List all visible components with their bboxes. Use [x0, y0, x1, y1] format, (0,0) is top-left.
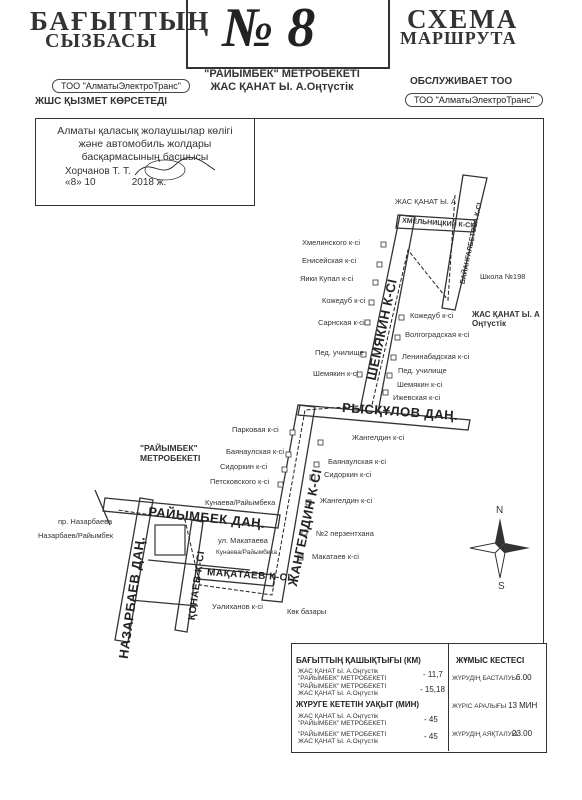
stop-ualikhanov: Уәлиханов к-сі [212, 602, 263, 611]
compass-n: N [496, 505, 504, 516]
stop-right-upper-4: Шемякин к-сі [397, 380, 443, 389]
stop-kunaev-raiymbek: Кунаева/Райымбека [205, 498, 276, 507]
metro-marker [154, 524, 186, 556]
route-description: "РАЙЫМБЕК" МЕТРОБЕКЕТІ ЖАС ҚАНАТ Ы. А.Оң… [182, 68, 382, 94]
konaev-street [174, 519, 204, 633]
time1-to: "РАЙЫМБЕК" МЕТРОБЕКЕТІ [298, 720, 387, 727]
khmelnitsky-street [395, 214, 476, 233]
interval-value: 13 МИН [508, 701, 538, 710]
stop-right-lower-5: Макатаев к-сі [312, 552, 359, 561]
time2-from: "РАЙЫМБЕК" МЕТРОБЕКЕТІ [298, 731, 387, 738]
stop-right-upper-2: Ленинабадская к-сі [402, 352, 470, 361]
stop-right-upper-3: Пед. училище [398, 366, 447, 375]
stop-pr-nazarbaeva: пр. Назарбаева [58, 517, 113, 526]
compass-s: S [498, 581, 505, 592]
dist2-value: - 15,18 [420, 685, 445, 694]
stop-left-lower-0: Парковая к-сі [232, 425, 279, 434]
dist1-to: "РАЙЫМБЕК" МЕТРОБЕКЕТІ [298, 675, 387, 682]
route-line-2: ЖАС ҚАНАТ Ы. А.Оңтүстік [210, 81, 354, 93]
info-divider [448, 643, 449, 751]
operator-right-caption: ОБСЛУЖИВАЕТ ТОО [410, 76, 513, 87]
dist2-number: 15,18 [424, 685, 445, 694]
dist2-to: ЖАС ҚАНАТ Ы. А.Оңтүстік [298, 690, 379, 697]
dist1-number: 11,7 [427, 670, 443, 679]
dist2-from: "РАЙЫМБЕК" МЕТРОБЕКЕТІ [298, 683, 387, 690]
stop-left-lower-1: Баянаулская к-сі [226, 447, 285, 456]
stop-right-upper-0: Кожедуб к-сі [410, 311, 454, 320]
time1-number: 45 [428, 715, 438, 724]
ryskulov-street [297, 404, 471, 431]
dist1-value: - 11,7 [423, 670, 443, 679]
stop-kunaev-raiymbek-2: Кунаева/Райымбека [216, 549, 277, 556]
operator-left-caption: ЖШС ҚЫЗМЕТ КӨРСЕТЕДІ [35, 96, 168, 107]
title-kz: БАҒЫТТЫҢ [30, 6, 211, 36]
route-line-1: "РАЙЫМБЕК" МЕТРОБЕКЕТІ [204, 68, 360, 80]
time2-number: 45 [428, 732, 438, 741]
stop-right-lower-4: №2 перзентхана [316, 529, 374, 538]
operator-left-pill: ТОО "АлматыЭлектроТранс" [52, 79, 190, 93]
stop-left-upper-2: Яики Купал к-сі [300, 274, 354, 283]
approval-month: 10 [84, 177, 96, 188]
start-value: 6.00 [516, 673, 532, 682]
terminus-top: ЖАС ҚАНАТ Ы. А [395, 197, 456, 206]
stop-left-lower-2: Сидоркин к-сі [220, 462, 268, 471]
stop-right-upper-5: Ижевская к-сі [393, 393, 441, 402]
stop-nazarbaev-raiymbek: Назарбаев/Райымбек [38, 531, 114, 540]
route-number: № 8 [222, 0, 316, 59]
start-label: ЖҮРУДІҢ БАСТАЛУЫ [452, 675, 518, 682]
stop-right-lower-3: Жангелдин к-сі [320, 496, 373, 505]
stop-kok-bazary: Көк базары [287, 607, 327, 616]
time-header: ЖҮРУГЕ КЕТЕТІН УАҚЫТ (МИН) [296, 700, 420, 709]
school-label: Школа №198 [480, 272, 526, 281]
route-line [117, 194, 456, 596]
subtitle-ru: МАРШРУТА [400, 28, 517, 48]
approval-name: Хорчанов Т. Т. [65, 166, 131, 177]
stop-right-upper-1: Волгоградская к-сі [405, 330, 470, 339]
raiymbek-street [102, 497, 281, 529]
stop-left-lower-3: Петсковского к-сі [210, 477, 270, 486]
compass-rose [469, 518, 530, 579]
route-number-box [186, 0, 390, 69]
stop-left-upper-1: Енисейская к-сі [302, 256, 357, 265]
stop-left-upper-0: Хмелинского к-сі [302, 238, 361, 247]
stop-left-upper-6: Шемякин к-сі [313, 369, 359, 378]
stop-right-lower-1: Баянаулская к-сі [328, 457, 387, 466]
title-ru: СХЕМА [407, 4, 519, 34]
end-label: ЖҮРУДІҢ АЯҚТАЛУЫ [452, 731, 518, 738]
stop-left-upper-3: Кожедуб к-сі [322, 296, 366, 305]
approval-signature [134, 156, 216, 181]
approval-date: «8» 10 2018 ж. [65, 177, 167, 188]
approval-day: 8 [70, 177, 77, 188]
stop-left-upper-5: Пед. училище [315, 348, 364, 357]
dist1-from: ЖАС ҚАНАТ Ы. А.Оңтүстік [298, 668, 379, 675]
distance-header: БАҒЫТТЫҢ ҚАШЫҚТЫҒЫ (КМ) [296, 656, 421, 665]
stop-right-lower-0: Жангелдин к-сі [352, 433, 405, 442]
operator-right-pill: ТОО "АлматыЭлектроТранс" [405, 93, 543, 107]
makataev-street [197, 567, 276, 587]
map-frame [35, 118, 544, 643]
end-value: 23.00 [512, 729, 533, 738]
time2-value: - 45 [424, 732, 438, 741]
time1-value: - 45 [424, 715, 438, 724]
stop-left-upper-4: Сарнская к-сі [318, 318, 365, 327]
terminus-bottom: ЖАС ҚАНАТ Ы. А Оңтүстік [472, 310, 540, 328]
subtitle-kz: СЫЗБАСЫ [45, 30, 158, 52]
time1-from: ЖАС ҚАНАТ Ы. А.Оңтүстік [298, 713, 379, 720]
baiangalbetova-street [441, 174, 488, 311]
interval-label: ЖҮРІС АРАЛЫҒЫ [452, 703, 507, 710]
stop-right-lower-2: Сидоркин к-сі [324, 470, 372, 479]
metro-label: "РАЙЫМБЕК" МЕТРОБЕКЕТІ [140, 443, 201, 463]
nazarbaev-street [114, 497, 154, 643]
approval-year: 2018 ж. [131, 177, 167, 188]
info-table [291, 643, 547, 753]
approval-text: Алматы қаласық жолаушылар көлігі және ав… [57, 125, 233, 163]
schedule-header: ЖҰМЫС КЕСТЕСІ [456, 656, 525, 665]
stop-ul-makataeva: ул. Макатаева [218, 536, 268, 545]
time2-to: ЖАС ҚАНАТ Ы. А.Оңтүстік [298, 738, 379, 745]
